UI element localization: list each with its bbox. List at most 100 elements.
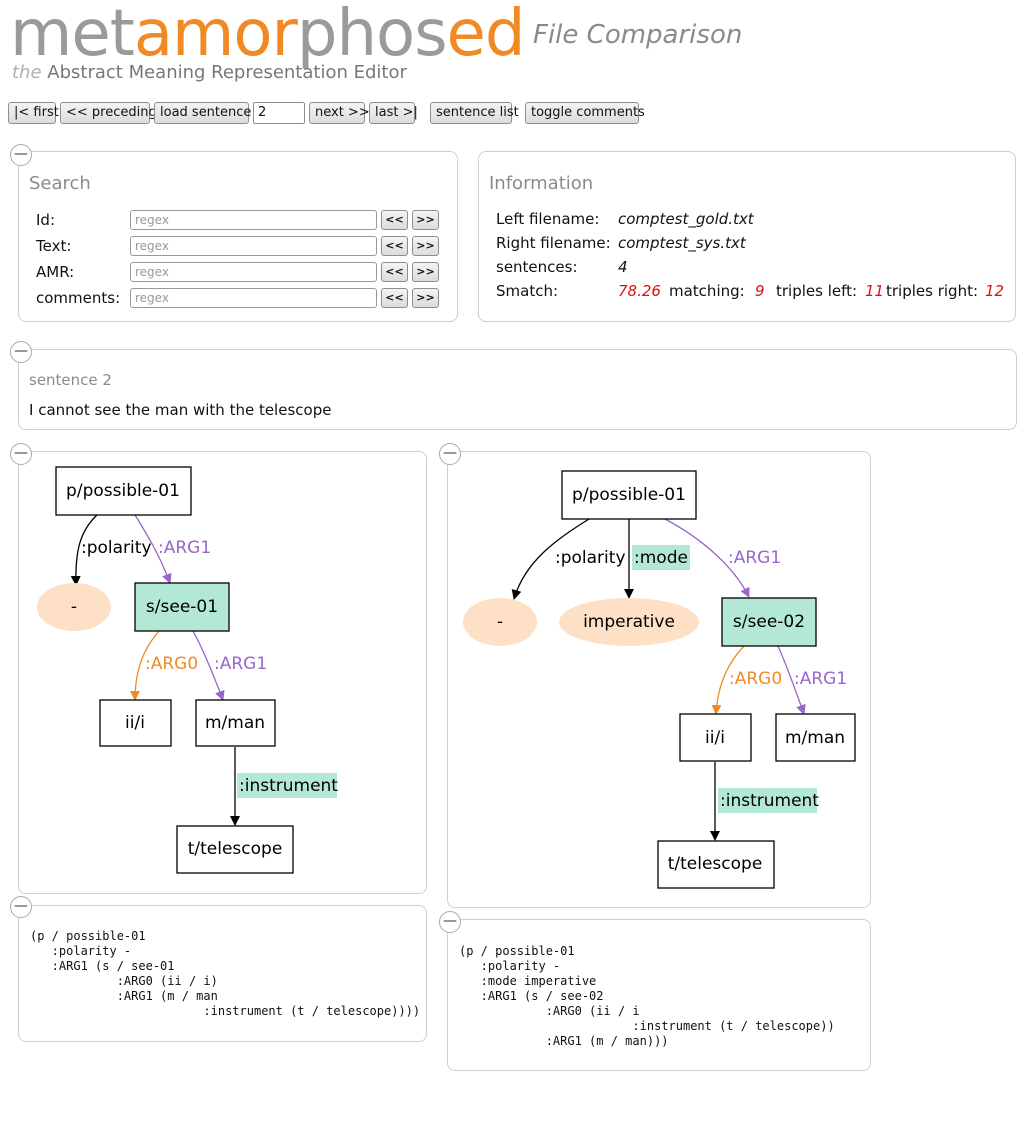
right-node-man[interactable] <box>775 713 856 762</box>
left-node-telescope-label: t/telescope <box>188 839 283 859</box>
left-amr-penman: (p / possible-01 :polarity - :ARG1 (s / … <box>30 929 421 1018</box>
right-node-man-label: m/man <box>785 728 845 748</box>
right-node-minus[interactable] <box>463 598 537 646</box>
search-id-next-button[interactable]: >> <box>412 210 439 230</box>
left-filename-value: comptest_gold.txt <box>618 210 754 228</box>
search-id-label: Id: <box>36 211 55 229</box>
left-node-possible[interactable] <box>55 466 192 516</box>
left-edge-arg1-top <box>134 514 172 584</box>
right-node-telescope[interactable] <box>657 840 775 889</box>
logo-part-3: phos <box>296 0 448 71</box>
search-comments-next-button[interactable]: >> <box>412 288 439 308</box>
matching-label: matching: <box>669 282 745 300</box>
left-label-instrument-highlight <box>237 773 337 798</box>
app-tagline: the Abstract Meaning Representation Edit… <box>12 62 407 83</box>
right-filename-label: Right filename: <box>496 234 611 252</box>
information-panel <box>478 151 1016 322</box>
triples-right-value: 12 <box>985 282 1005 300</box>
right-edge-arg0 <box>711 645 745 715</box>
search-title: Search <box>29 173 91 194</box>
app-logo: metamorphosed <box>10 0 526 71</box>
sentence-panel <box>18 349 1017 430</box>
right-label-instrument-highlight <box>718 788 817 813</box>
right-amr-collapse-toggle[interactable]: — <box>439 911 461 933</box>
logo-part-4: ed <box>446 0 526 71</box>
page-subtitle: File Comparison <box>533 20 743 50</box>
preceding-button[interactable]: << preceding <box>60 102 157 124</box>
right-amr-penman: (p / possible-01 :polarity - :mode imper… <box>459 944 835 1048</box>
right-amr-graph: p/possible-01 - imperative s/see-02 ii/i… <box>463 470 856 889</box>
left-label-instrument: :instrument <box>239 776 338 796</box>
matching-value: 9 <box>755 282 765 300</box>
right-amr-text-panel <box>447 919 871 1071</box>
right-node-see[interactable] <box>721 597 817 647</box>
search-amr-prev-button[interactable]: << <box>381 262 408 282</box>
search-id-prev-button[interactable]: << <box>381 210 408 230</box>
right-label-arg1-see: :ARG1 <box>794 669 847 689</box>
next-button[interactable]: next >> <box>309 102 370 124</box>
load-sentence-button[interactable]: load sentence <box>154 102 251 124</box>
search-comments-input[interactable]: regex <box>130 288 377 308</box>
search-collapse-toggle[interactable]: — <box>10 144 32 166</box>
first-button[interactable]: |< first <box>8 102 59 124</box>
sentence-text: I cannot see the man with the telescope <box>29 401 332 419</box>
left-node-i[interactable] <box>99 699 172 747</box>
search-id-input[interactable]: regex <box>130 210 377 230</box>
search-text-next-button[interactable]: >> <box>412 236 439 256</box>
right-node-i-label: ii/i <box>705 728 725 748</box>
right-edge-arg1-see <box>777 645 806 715</box>
sentence-list-button[interactable]: sentence list <box>430 102 519 124</box>
right-node-possible[interactable] <box>561 470 697 520</box>
right-node-imperative[interactable] <box>559 598 699 646</box>
right-edge-polarity <box>511 518 590 600</box>
left-amr-graph: p/possible-01 - s/see-01 ii/i m/man t/te… <box>37 466 338 874</box>
tagline-the: the <box>12 62 42 83</box>
left-graph-panel <box>18 451 427 894</box>
right-graph-panel <box>447 451 871 908</box>
sentence-collapse-toggle[interactable]: — <box>10 341 32 363</box>
sentences-value: 4 <box>618 258 628 276</box>
search-comments-prev-button[interactable]: << <box>381 288 408 308</box>
left-label-arg0: :ARG0 <box>145 654 198 674</box>
right-label-polarity: :polarity <box>555 548 626 568</box>
search-amr-label: AMR: <box>36 263 75 281</box>
left-node-minus[interactable] <box>37 583 111 631</box>
last-button[interactable]: last >| <box>369 102 418 124</box>
right-label-mode: :mode <box>634 548 688 568</box>
right-node-minus-label: - <box>497 612 503 632</box>
left-node-man[interactable] <box>195 699 276 747</box>
left-node-see-label: s/see-01 <box>146 597 218 617</box>
left-edge-polarity <box>70 514 98 586</box>
left-node-see[interactable] <box>134 582 230 632</box>
right-node-imperative-label: imperative <box>583 612 675 632</box>
search-amr-next-button[interactable]: >> <box>412 262 439 282</box>
sentence-number-input[interactable]: 2 <box>253 102 305 124</box>
right-label-instrument: :instrument <box>720 791 819 811</box>
smatch-label: Smatch: <box>496 282 559 300</box>
right-edge-arg1-top <box>664 518 750 598</box>
right-node-see-label: s/see-02 <box>733 612 805 632</box>
left-node-telescope[interactable] <box>176 825 294 874</box>
right-filename-value: comptest_sys.txt <box>618 234 746 252</box>
left-node-man-label: m/man <box>205 713 265 733</box>
logo-part-2: amor <box>133 0 298 71</box>
right-node-possible-label: p/possible-01 <box>572 485 686 505</box>
left-amr-collapse-toggle[interactable]: — <box>10 896 32 918</box>
left-label-polarity: :polarity <box>81 538 152 558</box>
search-text-prev-button[interactable]: << <box>381 236 408 256</box>
information-title: Information <box>489 173 594 194</box>
triples-right-label: triples right: <box>886 282 979 300</box>
search-text-input[interactable]: regex <box>130 236 377 256</box>
left-node-possible-label: p/possible-01 <box>66 481 180 501</box>
right-label-mode-highlight <box>632 545 690 570</box>
right-graph-collapse-toggle[interactable]: — <box>439 443 461 465</box>
search-amr-input[interactable]: regex <box>130 262 377 282</box>
left-label-arg1-see: :ARG1 <box>214 654 267 674</box>
logo-part-1: met <box>10 0 135 71</box>
right-node-i[interactable] <box>679 713 752 762</box>
toggle-comments-button[interactable]: toggle comments <box>525 102 645 124</box>
right-node-telescope-label: t/telescope <box>668 854 763 874</box>
left-filename-label: Left filename: <box>496 210 600 228</box>
left-graph-collapse-toggle[interactable]: — <box>10 443 32 465</box>
left-node-minus-label: - <box>71 597 77 617</box>
